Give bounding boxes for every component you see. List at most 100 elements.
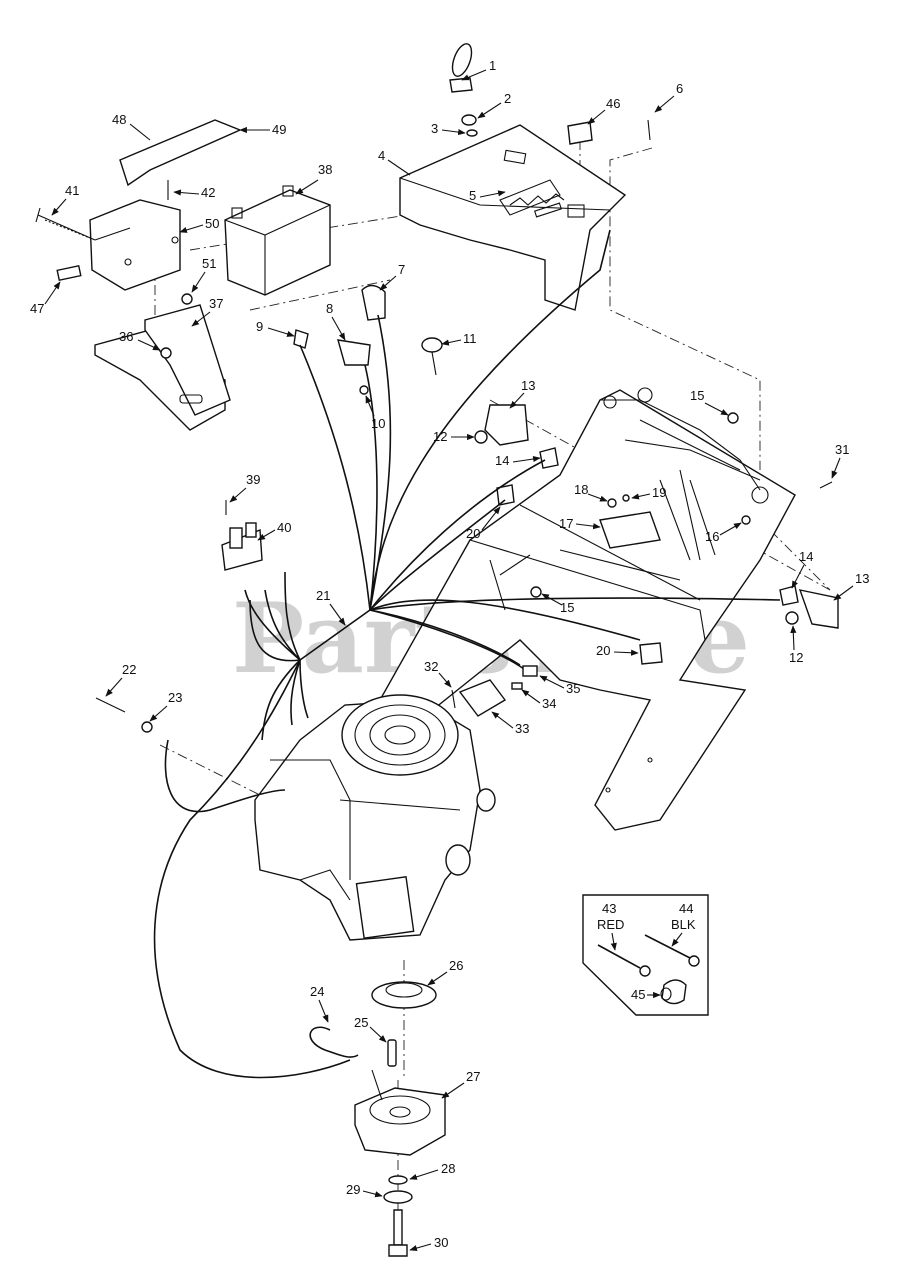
callout-37: 37 <box>209 296 223 311</box>
solenoid-40 <box>221 522 263 571</box>
callout-5: 5 <box>469 188 476 203</box>
washer-29 <box>383 1190 413 1204</box>
screw-19 <box>622 494 630 502</box>
callout-4: 4 <box>378 148 385 163</box>
callout-33: 33 <box>515 721 529 736</box>
callout-39: 39 <box>246 472 260 487</box>
callout-17: 17 <box>559 516 573 531</box>
bracket-13-right <box>798 589 839 629</box>
bolt-30-head <box>388 1244 408 1257</box>
battery-pad-47 <box>56 264 82 282</box>
callout-10: 10 <box>371 416 385 431</box>
callout-20-upper: 20 <box>466 526 480 541</box>
battery <box>224 185 331 296</box>
callout-25: 25 <box>354 1015 368 1030</box>
ignition-key <box>449 43 473 93</box>
screw-31 <box>819 481 833 489</box>
callout-27: 27 <box>466 1069 480 1084</box>
connector-9 <box>293 329 309 349</box>
bolt-30 <box>393 1209 403 1246</box>
ground-cable <box>164 739 286 813</box>
wing-nut-51 <box>181 293 193 305</box>
callout-1: 1 <box>489 58 496 73</box>
carriage-bolt-41 <box>35 207 96 241</box>
ignition-nut <box>461 114 477 126</box>
inset-callout-43: 43 <box>602 901 616 916</box>
callout-30: 30 <box>434 1235 448 1250</box>
screw-32 <box>451 689 456 709</box>
callout-6: 6 <box>676 81 683 96</box>
connector-20-lower <box>639 642 663 665</box>
callout-49: 49 <box>272 122 286 137</box>
callout-29: 29 <box>346 1182 360 1197</box>
ignition-washer <box>466 129 478 137</box>
bracket-17 <box>599 511 661 549</box>
callout-12-upper: 12 <box>433 429 447 444</box>
callout-50: 50 <box>205 216 219 231</box>
callout-18: 18 <box>574 482 588 497</box>
nut-36 <box>160 347 172 359</box>
washer-28 <box>388 1175 408 1185</box>
nut-16 <box>741 515 751 525</box>
inset-label-blk: BLK <box>671 917 696 932</box>
switch-14-right <box>779 585 799 606</box>
connector-20-upper <box>496 484 515 506</box>
callout-7: 7 <box>398 262 405 277</box>
pto-clutch-27 <box>354 1069 446 1156</box>
screw-6 <box>647 119 651 141</box>
washer-18 <box>607 498 617 508</box>
bolt-15-lower <box>530 586 542 598</box>
choke-switch-8 <box>337 339 371 366</box>
callout-19: 19 <box>652 485 666 500</box>
callout-16: 16 <box>705 529 719 544</box>
callout-28: 28 <box>441 1161 455 1176</box>
callout-32: 32 <box>424 659 438 674</box>
callout-40: 40 <box>277 520 291 535</box>
inset-label-red: RED <box>597 917 624 932</box>
key-25 <box>387 1039 397 1067</box>
callout-14-right: 14 <box>799 549 813 564</box>
callout-24: 24 <box>310 984 324 999</box>
knob-11 <box>421 337 443 353</box>
bolt-22 <box>95 697 126 713</box>
battery-hold-down-bracket <box>89 119 242 291</box>
pulley-26 <box>371 981 437 1009</box>
callout-34: 34 <box>542 696 556 711</box>
inset-callout-44: 44 <box>679 901 693 916</box>
inset-callout-45: 45 <box>631 987 645 1002</box>
callout-47: 47 <box>30 301 44 316</box>
connector-34 <box>511 682 523 690</box>
callout-31: 31 <box>835 442 849 457</box>
clutch-wire-24 <box>309 1026 359 1058</box>
callout-21: 21 <box>316 588 330 603</box>
connector-35 <box>522 665 538 677</box>
callouts: 1 2 3 4 5 6 7 8 9 10 11 12 12 13 13 14 1… <box>30 58 869 1252</box>
bolt-15-upper <box>727 412 739 424</box>
callout-15-lower: 15 <box>560 600 574 615</box>
nut-10 <box>359 385 369 395</box>
callout-22: 22 <box>122 662 136 677</box>
callout-3: 3 <box>431 121 438 136</box>
knob-shaft-11 <box>431 351 437 376</box>
nut-12-right <box>785 611 799 625</box>
bracket-13-upper <box>484 404 529 446</box>
callout-36: 36 <box>119 329 133 344</box>
callout-14-upper: 14 <box>495 453 509 468</box>
throttle-control-7 <box>361 284 386 321</box>
battery-tray-brackets <box>94 304 231 431</box>
main-frame <box>379 387 796 831</box>
callout-9: 9 <box>256 319 263 334</box>
callout-38: 38 <box>318 162 332 177</box>
wiring-harness <box>153 229 781 1079</box>
callout-13-right: 13 <box>855 571 869 586</box>
switch-14-upper <box>539 447 559 469</box>
callout-26: 26 <box>449 958 463 973</box>
callout-15-upper: 15 <box>690 388 704 403</box>
callout-8: 8 <box>326 301 333 316</box>
callout-41: 41 <box>65 183 79 198</box>
callout-46: 46 <box>606 96 620 111</box>
callout-48: 48 <box>112 112 126 127</box>
callout-20-lower: 20 <box>596 643 610 658</box>
connector-33 <box>458 679 507 717</box>
